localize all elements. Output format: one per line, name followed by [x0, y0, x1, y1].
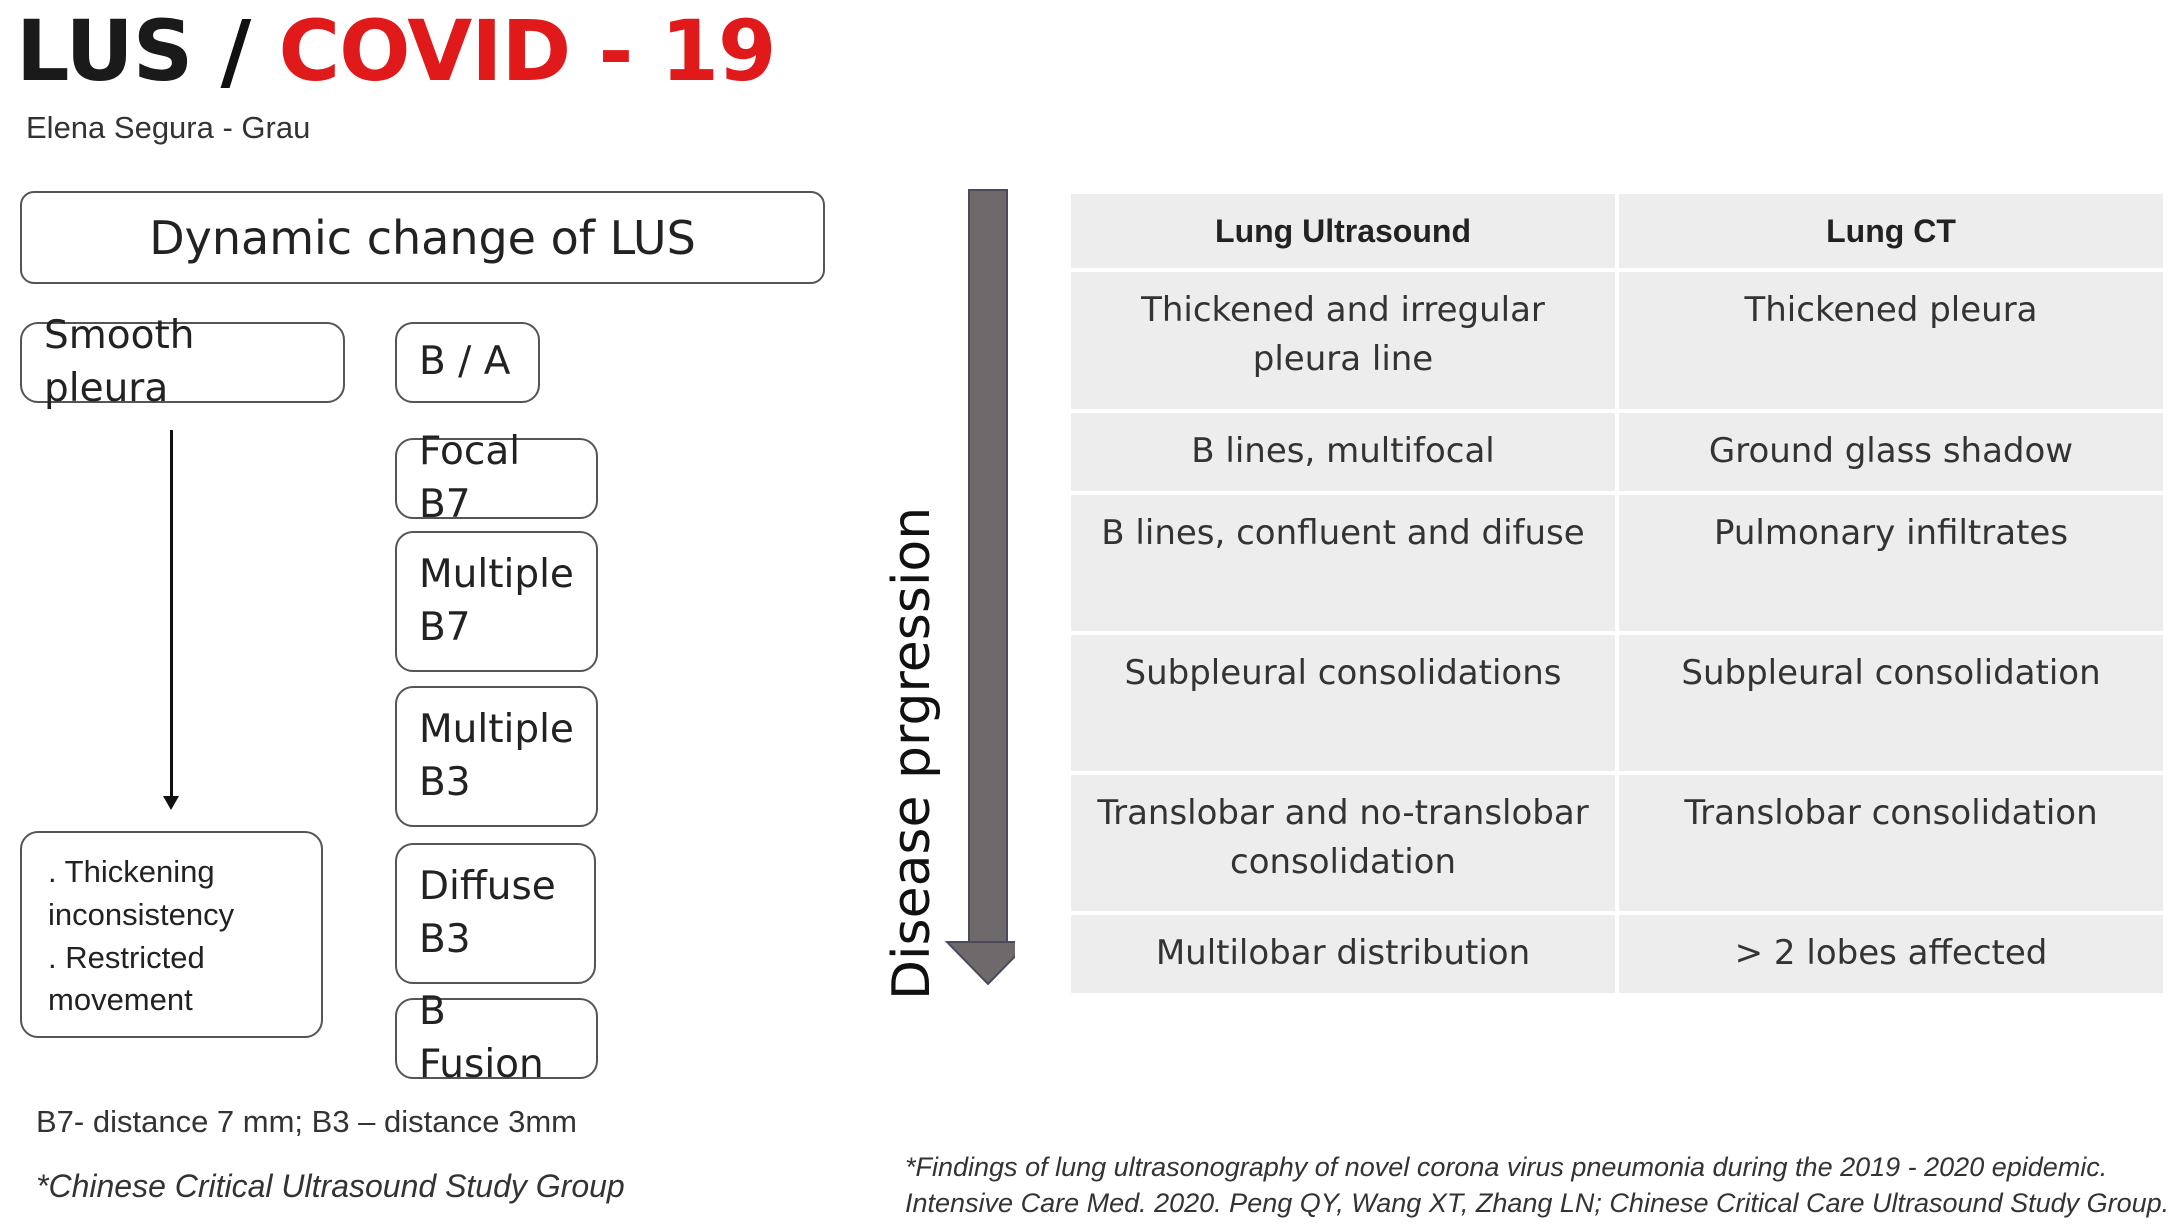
pleura-arrow-head [163, 796, 179, 810]
pleura-change-line: movement [48, 982, 193, 1018]
arrow-head [945, 941, 1015, 986]
pleura-progression-line [170, 430, 173, 800]
table-cell: Multilobar distribution [1067, 911, 1619, 997]
table-row: Subpleural consolidations Subpleural con… [1067, 631, 2167, 775]
pleura-changes-box: . Thickening inconsistency . Restricted … [20, 831, 323, 1038]
table-header-row: Lung Ultrasound Lung CT [1067, 190, 2167, 272]
smooth-pleura-box: Smooth pleura [20, 313, 345, 411]
table-cell: Translobar and no-translobar consolidati… [1067, 771, 1619, 915]
title-covid: COVID - 19 [278, 2, 776, 100]
title-lus: LUS [16, 2, 193, 100]
stage-box-multiple-b7: Multiple B7 [395, 531, 598, 672]
reference-citation: *Findings of lung ultrasonography of nov… [905, 1150, 2169, 1221]
smooth-pleura-label: Smooth pleura [44, 312, 195, 411]
table-row: B lines, multifocal Ground glass shadow [1067, 409, 2167, 495]
stage-label: Multiple B3 [419, 706, 574, 805]
stage-box-b-fusion: B Fusion [395, 989, 598, 1087]
table-cell: Thickened pleura [1615, 268, 2167, 413]
table-row: Translobar and no-translobar consolidati… [1067, 771, 2167, 915]
pleura-change-line: . Restricted [48, 939, 205, 975]
stage-label: B / A [419, 339, 511, 385]
reference-line: Intensive Care Med. 2020. Peng QY, Wang … [905, 1187, 2170, 1218]
distance-footnote: B7- distance 7 mm; B3 – distance 3mm [36, 1104, 578, 1139]
table-row: Thickened and irregular pleura line Thic… [1067, 268, 2167, 413]
table-cell: Pulmonary infiltrates [1615, 491, 2167, 635]
page-title: LUS / COVID - 19 [16, 2, 776, 100]
dynamic-change-label: Dynamic change of LUS [149, 210, 696, 265]
stage-label: Focal B7 [419, 428, 521, 527]
table-row: Multilobar distribution > 2 lobes affect… [1067, 911, 2167, 997]
table-row: B lines, confluent and difuse Pulmonary … [1067, 491, 2167, 635]
table-cell: Subpleural consolidation [1615, 631, 2167, 775]
table-cell: Subpleural consolidations [1067, 631, 1619, 775]
pleura-change-line: inconsistency [48, 896, 235, 932]
stage-box-diffuse-b3: Diffuse B3 [395, 843, 596, 984]
stage-box-multiple-b3: Multiple B3 [395, 686, 598, 827]
arrow-shaft [968, 189, 1008, 943]
table-cell: Thickened and irregular pleura line [1067, 268, 1619, 413]
header-lung-ultrasound: Lung Ultrasound [1067, 190, 1619, 272]
title-separator: / [220, 2, 252, 100]
study-group-footnote: *Chinese Critical Ultrasound Study Group [36, 1168, 625, 1204]
table-cell: Ground glass shadow [1615, 409, 2167, 495]
comparison-table: Lung Ultrasound Lung CT Thickened and ir… [1067, 190, 2167, 997]
progression-label: Disease prgression [882, 506, 942, 1000]
stage-label: B Fusion [419, 988, 544, 1087]
author: Elena Segura - Grau [26, 110, 311, 145]
table-cell: > 2 lobes affected [1615, 911, 2167, 997]
table-cell: Translobar consolidation [1615, 771, 2167, 915]
stage-label: Diffuse B3 [419, 863, 556, 962]
dynamic-change-box: Dynamic change of LUS [20, 191, 825, 284]
header-lung-ct: Lung CT [1615, 190, 2167, 272]
stage-box-b-a: B / A [395, 322, 540, 403]
pleura-change-line: . Thickening [48, 854, 215, 889]
reference-line: *Findings of lung ultrasonography of nov… [905, 1152, 2108, 1182]
stage-box-focal-b7: Focal B7 [395, 429, 598, 527]
table-cell: B lines, multifocal [1067, 409, 1619, 495]
stage-label: Multiple B7 [419, 551, 574, 650]
table-cell: B lines, confluent and difuse [1067, 491, 1619, 635]
disease-progression-arrow [945, 189, 1015, 986]
